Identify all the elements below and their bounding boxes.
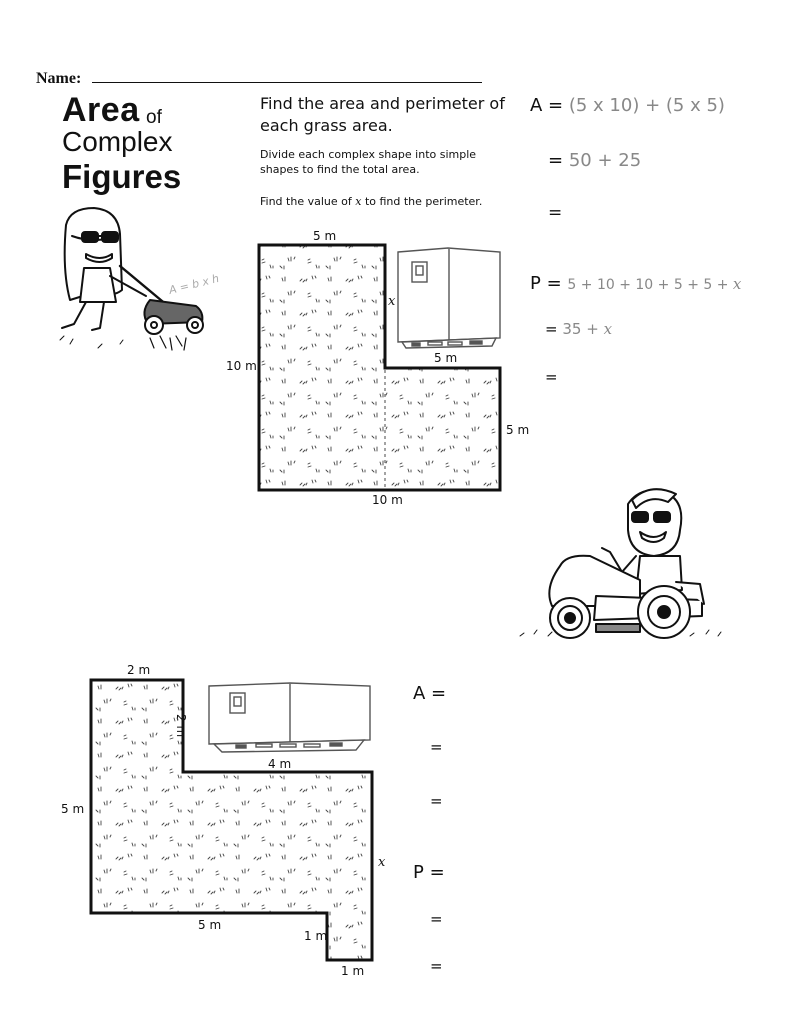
title-figures: Figures xyxy=(62,158,182,195)
example-dim-inner: 5 m xyxy=(434,351,458,365)
example-area-line2: = 50 + 25 xyxy=(548,150,641,171)
example-perim-eq2: = xyxy=(545,320,558,338)
house-icon-2 xyxy=(208,682,371,753)
example-dim-bottom: 10 m xyxy=(372,493,403,507)
title-complex: Complex xyxy=(62,126,173,157)
example-area-eq3: = xyxy=(548,203,563,223)
example-shape xyxy=(257,243,502,492)
problem2-eq4: = xyxy=(430,957,443,975)
problem2-dim-notch-side: 1 m xyxy=(304,929,328,943)
example-perim-line1: P = 5 + 10 + 10 + 5 + 5 + x xyxy=(530,273,741,294)
problem2-eq1: = xyxy=(430,738,443,756)
instruction-x-var: x xyxy=(355,195,362,208)
example-perim-label: P = xyxy=(530,273,562,294)
instruction-main: Find the area and perimeter of each gras… xyxy=(260,94,505,135)
example-area-label: A = xyxy=(530,95,564,116)
example-area-eq2: = xyxy=(548,150,564,171)
problem2-dim-x: x xyxy=(378,855,386,870)
problem2-dim-left: 5 m xyxy=(61,802,85,816)
instruction-find-x: Find the value of x to find the perimete… xyxy=(260,195,482,208)
example-perim-eq3: = xyxy=(545,368,558,386)
problem2-dim-notch-bottom: 1 m xyxy=(341,964,365,978)
example-area-step2: 50 + 25 xyxy=(568,150,642,171)
example-perim-line2: = 35 + x xyxy=(545,320,612,338)
problem2-shape xyxy=(89,678,374,962)
name-label: Name: xyxy=(36,70,82,87)
problem2-perim-label: P = xyxy=(413,862,445,883)
problem2-eq2: = xyxy=(430,792,443,810)
example-perim-step1: 5 + 10 + 10 + 5 + 5 + xyxy=(567,277,733,293)
house-icon xyxy=(397,247,501,349)
example-perim-x: x xyxy=(732,275,742,293)
example-dim-x: x xyxy=(388,294,396,309)
boy-riding-mower-illustration xyxy=(519,488,722,639)
problem2-eq3: = xyxy=(430,910,443,928)
problem2-dim-top: 2 m xyxy=(127,663,151,677)
example-perim-x2: x xyxy=(603,320,613,338)
example-area-step1: (5 x 10) + (5 x 5) xyxy=(568,95,725,116)
title-area: Area xyxy=(62,91,140,129)
example-dim-right: 5 m xyxy=(506,423,530,437)
formula-doodle: A = b x h xyxy=(167,272,221,297)
example-dim-left: 10 m xyxy=(226,359,257,373)
title-of: of xyxy=(146,107,162,128)
instruction-divide: Divide each complex shape into simple sh… xyxy=(260,148,477,176)
girl-mower-illustration xyxy=(59,207,204,351)
example-area-line1: A = (5 x 10) + (5 x 5) xyxy=(530,95,725,116)
instruction-find-x-post: to find the perimeter. xyxy=(361,195,483,208)
problem2-area-label: A = xyxy=(413,683,447,704)
problem2-dim-bottom: 5 m xyxy=(198,918,222,932)
example-dim-top: 5 m xyxy=(313,229,337,243)
instruction-find-x-pre: Find the value of xyxy=(260,195,356,208)
example-perim-step2: 35 + xyxy=(562,320,604,338)
problem2-dim-inner: 4 m xyxy=(268,757,292,771)
name-field-line[interactable] xyxy=(92,82,482,83)
